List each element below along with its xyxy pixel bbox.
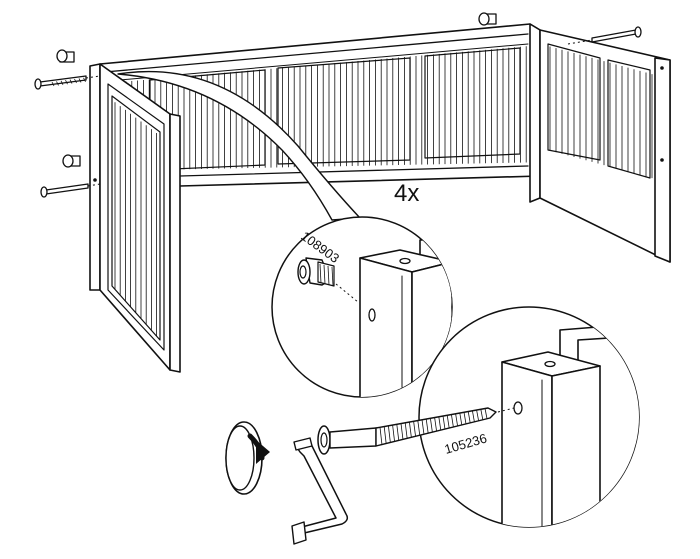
cam-bolt-108903 <box>297 257 335 287</box>
bolt-105236 <box>317 407 497 455</box>
screw-top-left <box>34 75 87 90</box>
right-slats <box>549 46 653 179</box>
detail-bottom-content <box>501 325 639 527</box>
label-quantity: 4x <box>394 180 419 207</box>
hex-key-icon <box>291 437 349 545</box>
left-slats <box>114 102 158 336</box>
screw-top-right <box>591 26 642 43</box>
cap-top-left <box>56 49 75 63</box>
cap-mid-left <box>62 154 81 168</box>
guide-dashes <box>85 39 593 187</box>
right-side-panel <box>529 23 671 263</box>
screw-mid-left <box>40 183 89 198</box>
rotate-clockwise-icon <box>225 421 270 495</box>
left-side-panel <box>89 63 181 373</box>
cap-top-right <box>478 12 497 26</box>
